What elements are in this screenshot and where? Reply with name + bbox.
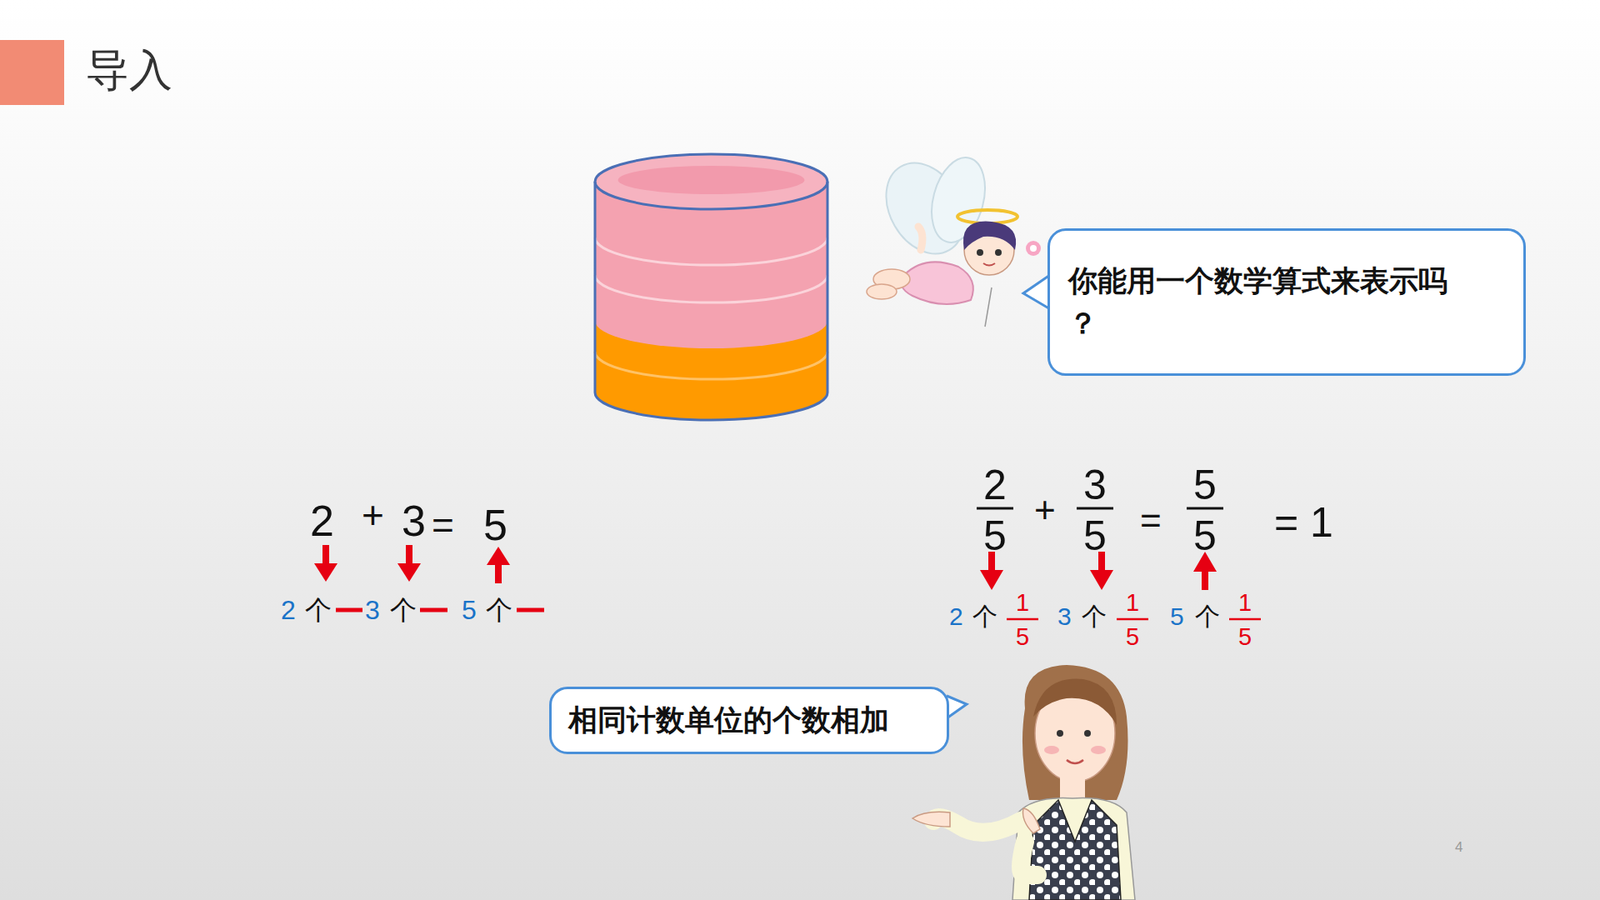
math-text: 5 bbox=[1170, 604, 1185, 630]
slide-title: 导入 bbox=[85, 48, 173, 92]
math-text: 个 bbox=[390, 596, 417, 624]
math-text: 5 bbox=[983, 515, 1007, 557]
speech-bubble: 相同计数单位的个数相加 bbox=[549, 686, 950, 755]
red-arrows bbox=[314, 545, 1217, 590]
math-text: + bbox=[1034, 491, 1056, 529]
fraction-bar bbox=[1006, 618, 1261, 621]
bubble-tail bbox=[946, 695, 967, 719]
math-text: 个 bbox=[485, 596, 513, 624]
math-text: 5 bbox=[1083, 515, 1107, 557]
math-text: 3 bbox=[365, 596, 380, 624]
fairy-figure bbox=[866, 149, 1041, 327]
math-text: 2 bbox=[310, 499, 335, 543]
math-text: 个 bbox=[972, 604, 998, 630]
math-text: = 1 bbox=[1274, 501, 1334, 544]
fraction-bar bbox=[976, 507, 1224, 510]
math-text: = bbox=[431, 505, 455, 545]
page-number: 4 bbox=[1455, 840, 1463, 855]
math-text: 2 bbox=[949, 604, 964, 630]
math-text: + bbox=[361, 495, 385, 535]
math-text: 2 bbox=[983, 464, 1007, 506]
title-square bbox=[0, 40, 65, 105]
math-text: 1 bbox=[1238, 590, 1252, 615]
math-text: 3 bbox=[401, 499, 426, 543]
bubble-text: 相同计数单位的个数相加 bbox=[568, 699, 930, 742]
cylinder bbox=[595, 154, 828, 420]
speech-bubble: 你能用一个数学算式来表示吗 ？ bbox=[1047, 228, 1526, 376]
math-text: 个 bbox=[1195, 604, 1220, 630]
math-text: 5 bbox=[1193, 464, 1217, 506]
math-text: 5 bbox=[461, 596, 477, 624]
math-text: 3 bbox=[1057, 604, 1072, 630]
math-text: 1 bbox=[1015, 590, 1030, 615]
math-text: 5 bbox=[1193, 515, 1217, 557]
math-text: 2 bbox=[280, 596, 296, 624]
math-text: 1 bbox=[1125, 590, 1140, 615]
math-text: 5 bbox=[1238, 625, 1252, 650]
math-text: = bbox=[1140, 502, 1162, 540]
math-text: 3 bbox=[1083, 464, 1107, 506]
bubble-text: 你能用一个数学算式来表示吗 ？ bbox=[1068, 260, 1477, 345]
math-text: 5 bbox=[483, 503, 508, 547]
math-text: 5 bbox=[1015, 625, 1030, 650]
math-text: 个 bbox=[305, 596, 332, 624]
math-text: 个 bbox=[1081, 604, 1107, 630]
math-text: 5 bbox=[1125, 625, 1140, 650]
